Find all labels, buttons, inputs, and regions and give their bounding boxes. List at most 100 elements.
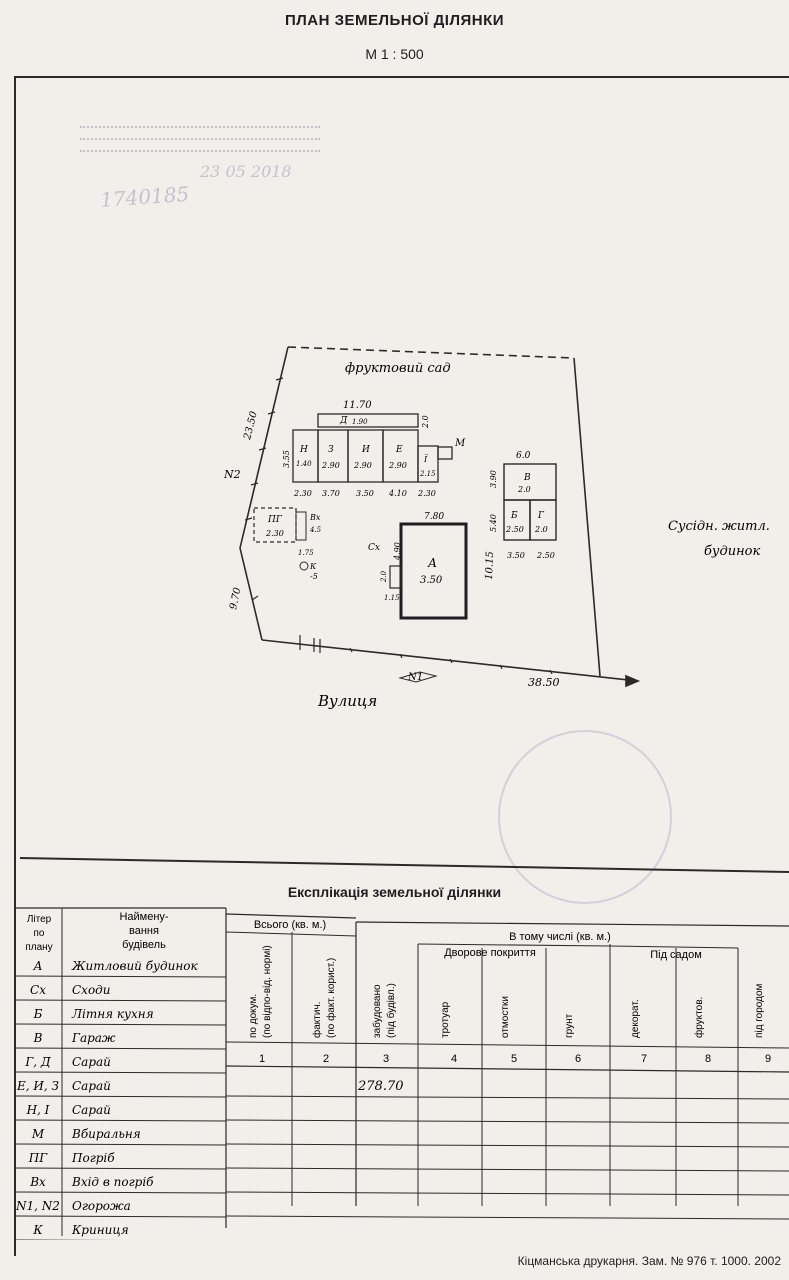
porch-h: 1.90 (352, 418, 368, 426)
header-letter-1: Літер (27, 914, 52, 925)
col-number-8: 8 (705, 1053, 711, 1065)
cell-e-letter: Е (395, 445, 403, 455)
cellar-letter: ПГ (267, 515, 283, 525)
well-letter: К (309, 562, 317, 571)
table-rule (417, 943, 611, 947)
row-letter-3: Б (33, 1007, 43, 1021)
table-rule (15, 1191, 227, 1194)
row-name-6: Сарай (72, 1079, 111, 1093)
row-name-9: Погріб (71, 1151, 115, 1165)
table-rule (15, 1167, 227, 1170)
table-rule (15, 975, 227, 978)
plan-bottom-line (19, 857, 789, 873)
cell-n-letter: Н (299, 445, 308, 455)
row-name-4: Гараж (71, 1031, 116, 1045)
garage-h1: 3.90 (489, 470, 498, 488)
stairs-w: 1.15 (384, 594, 400, 602)
explication-title: Експлікація земельної ділянки (287, 884, 502, 900)
faint-stamp: 23 05 2018 1740185 (80, 120, 320, 212)
subcol-label-6: грунт (564, 1013, 575, 1038)
sheds-w-2: 3.70 (322, 489, 340, 498)
neighbor-label-1: Сусідн. житл. (668, 519, 770, 534)
stairs-letter: Сх (368, 543, 380, 553)
row-name-3: Літня кухня (71, 1007, 154, 1021)
stairs (389, 565, 402, 589)
table-rule (225, 913, 357, 919)
table-rule (15, 1095, 227, 1098)
explication-table: ЛітерпоплануНаймену-ваннябудівельВсього … (15, 907, 789, 1240)
subcol-label-2-b: (по факт. корист.) (325, 958, 337, 1038)
garage-w2: 2.50 (536, 551, 555, 560)
boundary-left-lower (239, 547, 263, 641)
garage-letter: В (523, 473, 531, 483)
arrow-head (625, 674, 641, 688)
page-title: ПЛАН ЗЕМЕЛЬНОЇ ДІЛЯНКИ (284, 12, 505, 29)
row-letter-10: Вх (29, 1175, 46, 1189)
table-rule (609, 945, 739, 949)
cellar-entry (295, 511, 307, 541)
house-depth: 4.90 (393, 542, 402, 561)
b-h: 2.50 (505, 525, 524, 534)
table-rule (15, 1023, 227, 1026)
sheds-left-h: 3.55 (282, 450, 291, 468)
subcol-label-7: декорат. (630, 999, 641, 1038)
garage-w1: 3.50 (507, 551, 525, 560)
row-name-1: Житловий будинок (71, 959, 198, 973)
row-name-2: Сходи (72, 983, 111, 997)
sheds-w-1: 2.30 (293, 489, 312, 498)
table-rule (225, 1215, 789, 1220)
subcol-label-3-b: (під будівл.) (385, 983, 397, 1038)
cell-yi-letter: Ї (423, 455, 428, 464)
header-yard: Дворове покриття (444, 947, 536, 959)
col-number-1: 1 (259, 1053, 265, 1065)
row-letter-9: ПГ (28, 1151, 48, 1165)
edge-top-dim: 23.50 (242, 410, 260, 442)
header-name-2: вання (129, 925, 159, 937)
header-name-3: будівель (122, 939, 166, 951)
frame-left (14, 76, 16, 1256)
row-letter-7: Н, І (26, 1103, 50, 1117)
table-rule (15, 1119, 227, 1122)
faint-stamp-date: 23 05 2018 (200, 162, 292, 181)
well-depth: -5 (310, 572, 318, 581)
printer-footer: Кіцманська друкарня. Зам. № 976 т. 1000.… (517, 1254, 781, 1268)
edge-left-dim: 9.70 (228, 586, 244, 611)
subcol-label-9: під городом (754, 983, 765, 1038)
edge-bottom-dim: 38.50 (528, 676, 560, 689)
row-name-8: Вбиральня (71, 1127, 141, 1141)
well-icon (299, 561, 309, 571)
subcol-label-3: забудовано (371, 984, 383, 1038)
subcol-label-2: фактич. (311, 1002, 323, 1038)
row-name-5: Сарай (72, 1055, 111, 1069)
col-number-2: 2 (323, 1053, 329, 1065)
main-house (399, 522, 468, 620)
header-total: Всього (кв. м.) (254, 919, 326, 931)
table-rule (225, 1065, 789, 1073)
cell-n-h: 1.40 (296, 460, 312, 468)
table-rule (225, 1041, 789, 1049)
cell-y-h: 2.90 (353, 461, 372, 470)
neighbor-label-2: будинок (704, 544, 760, 559)
cell-e-h: 2.90 (388, 461, 407, 470)
col-number-4: 4 (451, 1053, 457, 1065)
sheds-width: 11.70 (343, 400, 372, 411)
table-rule (355, 921, 789, 927)
table-rule (225, 1167, 789, 1172)
house-letter: А (427, 556, 437, 570)
table-rule (225, 1119, 789, 1124)
row-letter-2: Сх (30, 983, 46, 997)
table-rule (225, 931, 357, 937)
row-letter-5: Г, Д (24, 1055, 51, 1069)
garage-h: 2.0 (517, 485, 531, 494)
n2-label: N2 (223, 468, 241, 481)
subcol-label-8: фруктов. (693, 997, 705, 1038)
built-value: 278.70 (357, 1079, 404, 1094)
scale-label: М 1 : 500 (365, 46, 424, 62)
subcol-label-5: отмостки (500, 996, 511, 1038)
table-rule (15, 1143, 227, 1146)
boundary-bottom (261, 639, 639, 682)
row-letter-8: М (31, 1127, 45, 1141)
porch-letter: Д (339, 416, 348, 426)
garage-top-w: 6.0 (516, 451, 531, 461)
boundary-right (573, 357, 601, 677)
